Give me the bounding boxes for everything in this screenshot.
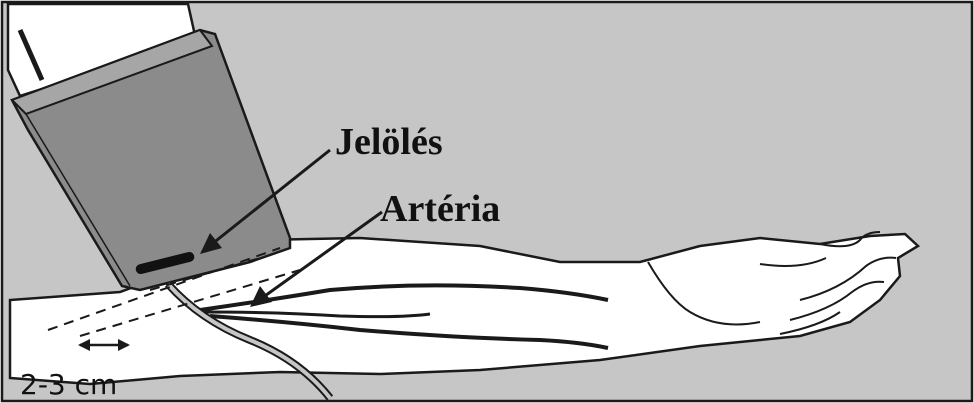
marker-label: Jelölés <box>335 121 443 163</box>
distance-label: 2-3 cm <box>20 368 117 401</box>
artery-label: Artéria <box>380 188 500 230</box>
